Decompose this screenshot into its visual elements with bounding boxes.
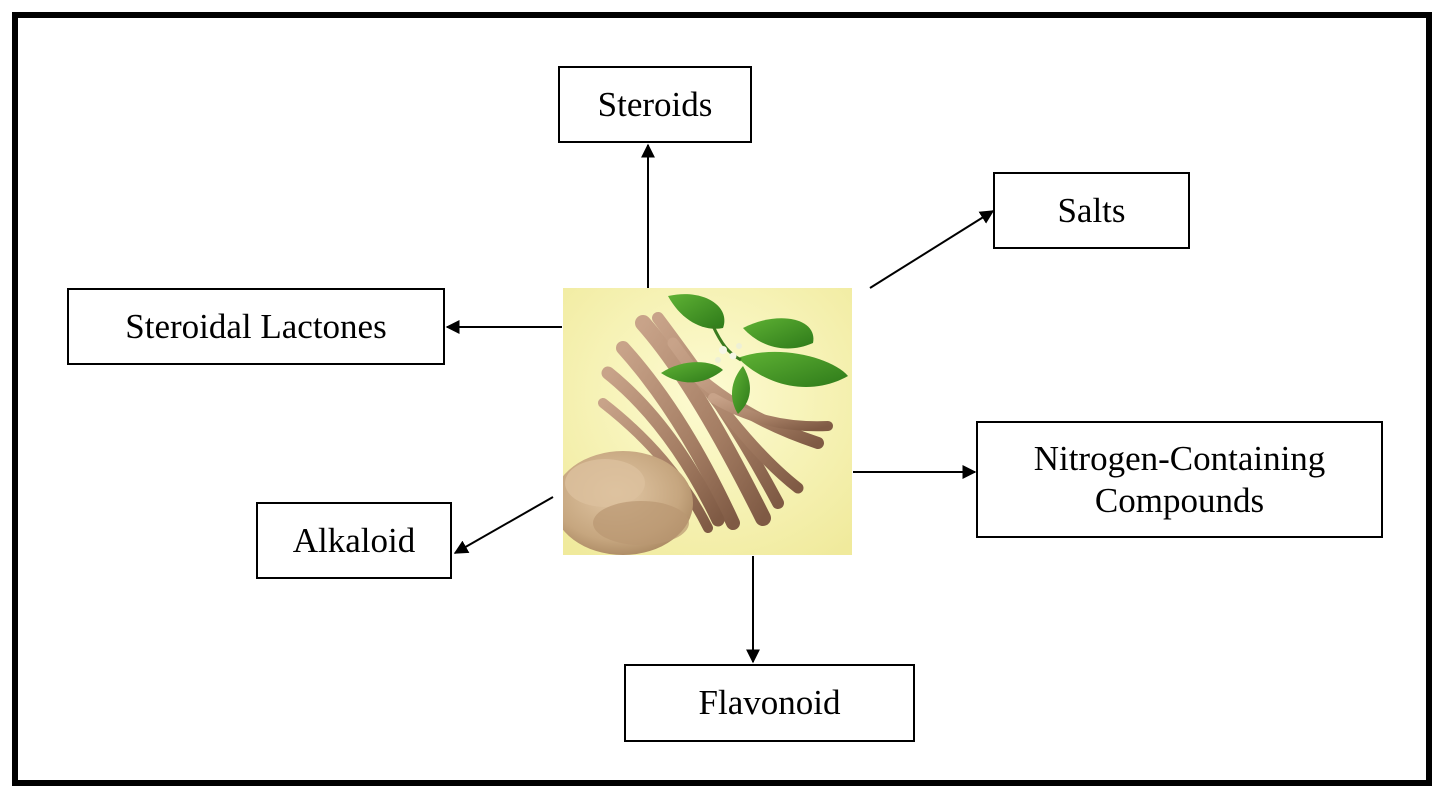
node-salts-label: Salts [1057, 190, 1126, 230]
node-steroids: Steroids [558, 66, 752, 143]
node-flavonoid: Flavonoid [624, 664, 915, 742]
node-flavonoid-label: Flavonoid [698, 683, 841, 722]
leaf-sprig [661, 294, 848, 414]
node-nitrogen-line2: Compounds [1094, 480, 1265, 520]
powder-pile [563, 451, 693, 555]
root-bundle [598, 312, 833, 533]
node-alkaloid: Alkaloid [256, 502, 452, 579]
node-steroidal-lactones-label: Steroidal Lactones [125, 306, 387, 346]
plant-illustration [563, 288, 852, 555]
node-nitrogen-compounds: Nitrogen-Containing Compounds [976, 421, 1383, 538]
node-alkaloid-label: Alkaloid [292, 520, 416, 560]
ashwagandha-roots-and-powder-image [563, 288, 852, 555]
node-salts: Salts [993, 172, 1190, 249]
node-steroids-label: Steroids [597, 84, 713, 124]
node-steroidal-lactones: Steroidal Lactones [67, 288, 445, 365]
node-nitrogen-line1: Nitrogen-Containing [1033, 438, 1326, 478]
